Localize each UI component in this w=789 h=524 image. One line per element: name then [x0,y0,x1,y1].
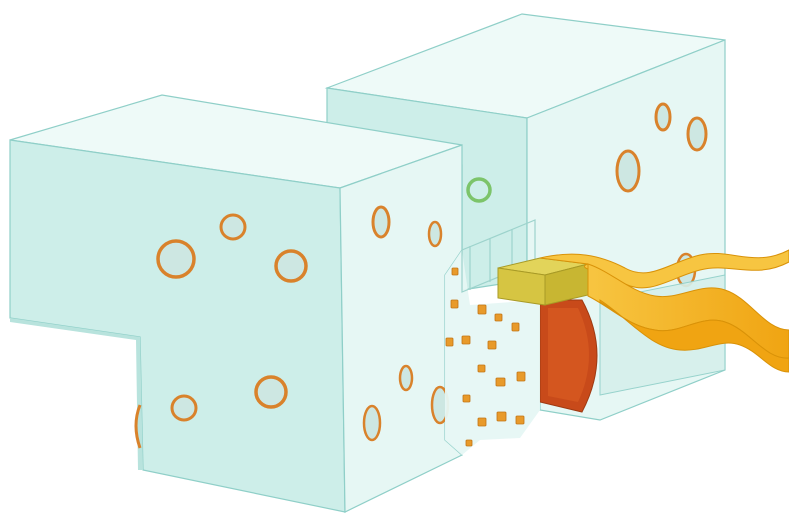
hole [688,118,706,150]
hole [221,215,245,239]
hole [276,251,306,281]
hole [656,104,670,130]
fragment [466,440,472,446]
hole [364,406,380,440]
hole [400,366,412,390]
fragment [516,416,524,424]
fragment [496,378,505,386]
hole [158,241,194,277]
fragment [478,305,486,314]
fragment [488,341,496,349]
fragment [463,395,470,402]
left-block-side-face [340,145,462,512]
fragment [446,338,453,346]
rod [498,258,588,305]
left-block-step [10,318,143,470]
hole [373,207,389,237]
rod-front [498,268,545,305]
fragment [497,412,506,421]
fragment [462,336,470,344]
left-block [10,95,462,512]
fragment [478,418,486,426]
hole [429,222,441,246]
hole [172,396,196,420]
fragment [478,365,485,372]
hole [617,151,639,191]
fragment [451,300,458,308]
fragment [452,268,458,275]
red-slab-highlight [548,308,589,402]
hole [256,377,286,407]
fragment [517,372,525,381]
fragment [495,314,502,321]
fragment [512,323,519,331]
